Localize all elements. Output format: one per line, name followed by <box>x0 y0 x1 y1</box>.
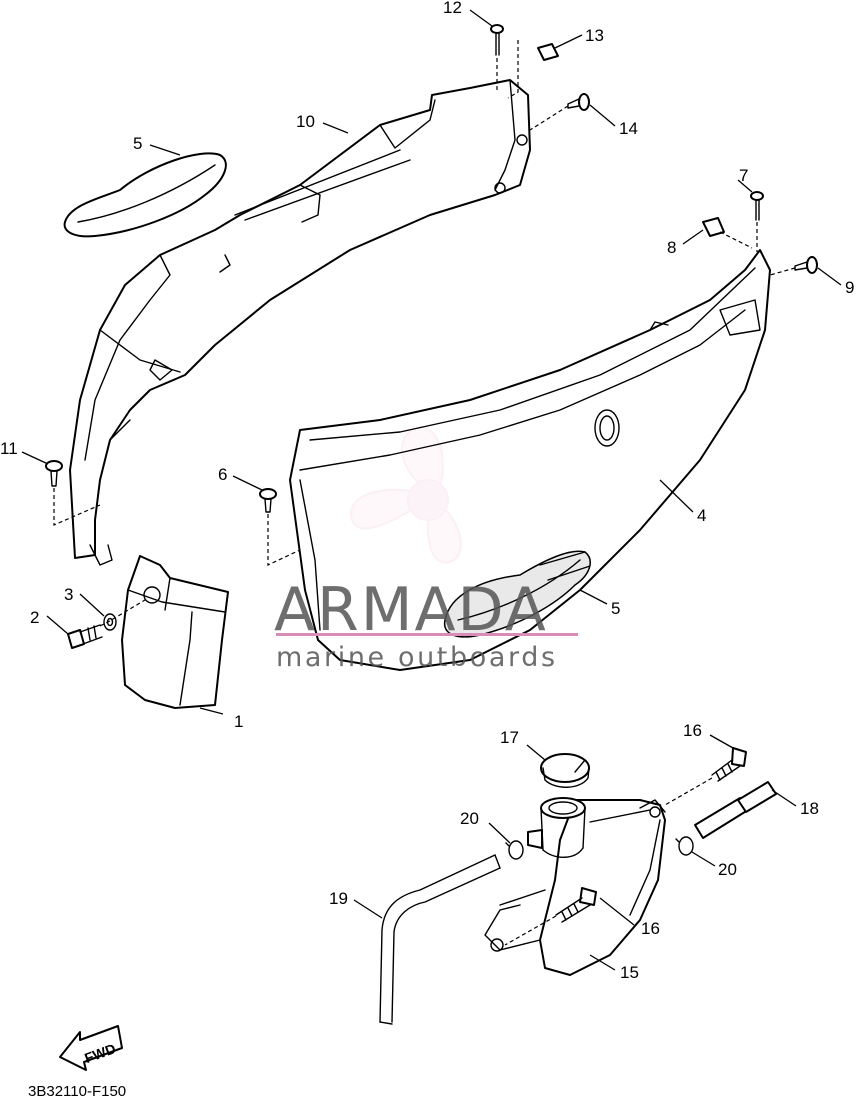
callout-12: 12 <box>443 0 462 17</box>
callout-14: 14 <box>619 119 638 138</box>
callout-13: 13 <box>585 26 604 45</box>
watermark-tagline: marine outboards <box>276 642 558 673</box>
watermark-underline <box>276 633 578 636</box>
part-5-emblem-upper <box>63 152 227 238</box>
callout-leader-lines <box>21 9 842 971</box>
part-15-reservoir-tank <box>484 797 666 976</box>
callout-10: 10 <box>296 112 315 131</box>
assembly-guide-lines <box>53 40 796 946</box>
callout-3: 3 <box>64 585 73 604</box>
part-16-bolt-upper <box>711 747 747 782</box>
callout-7: 7 <box>739 166 748 185</box>
part-3-washer <box>103 613 117 631</box>
callout-9: 9 <box>845 278 854 297</box>
part-19-hose <box>379 854 501 1025</box>
callout-5-upper: 5 <box>133 134 142 153</box>
callout-6: 6 <box>218 465 227 484</box>
callout-17: 17 <box>500 728 519 747</box>
part-18-hose <box>694 781 777 839</box>
part-10-cover-frame <box>69 79 531 566</box>
part-8-clip-nut <box>702 217 725 237</box>
part-20-clamp-right <box>675 836 694 856</box>
part-7-screw <box>750 191 764 221</box>
callout-2: 2 <box>30 608 39 627</box>
callout-1: 1 <box>234 712 243 731</box>
callout-11: 11 <box>0 439 18 458</box>
part-16-bolt-lower <box>555 887 597 923</box>
part-17-reservoir-cap <box>540 753 590 788</box>
callout-19: 19 <box>329 889 348 908</box>
callout-20-left: 20 <box>460 809 479 828</box>
part-9-grommet <box>794 256 818 274</box>
part-20-clamp-left <box>505 840 524 860</box>
callout-16-upper: 16 <box>683 721 702 740</box>
part-14-grommet <box>567 93 590 111</box>
callout-20-right: 20 <box>718 860 737 879</box>
callout-5-lower: 5 <box>611 599 620 618</box>
callout-15: 15 <box>620 963 639 982</box>
part-2-bolt <box>67 624 103 649</box>
callout-16-lower: 16 <box>641 919 660 938</box>
part-6-grommet <box>259 488 277 513</box>
part-1-front-panel <box>121 555 229 709</box>
part-4-side-cover <box>289 249 771 671</box>
callout-8: 8 <box>667 238 676 257</box>
callout-4: 4 <box>697 506 706 525</box>
diagram-code: 3B32110-F150 <box>28 1083 126 1100</box>
fwd-arrow-icon: FWD <box>59 1025 123 1071</box>
part-13-clip-nut <box>537 43 559 61</box>
part-12-screw <box>490 24 504 56</box>
callout-18: 18 <box>800 799 819 818</box>
part-11-grommet <box>45 460 63 487</box>
